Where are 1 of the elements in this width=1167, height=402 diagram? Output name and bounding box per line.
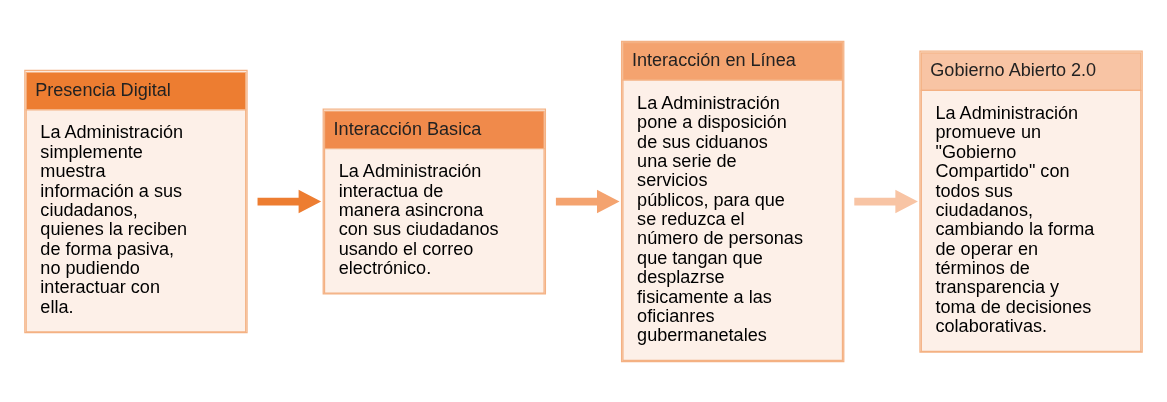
arrow xyxy=(555,189,620,213)
